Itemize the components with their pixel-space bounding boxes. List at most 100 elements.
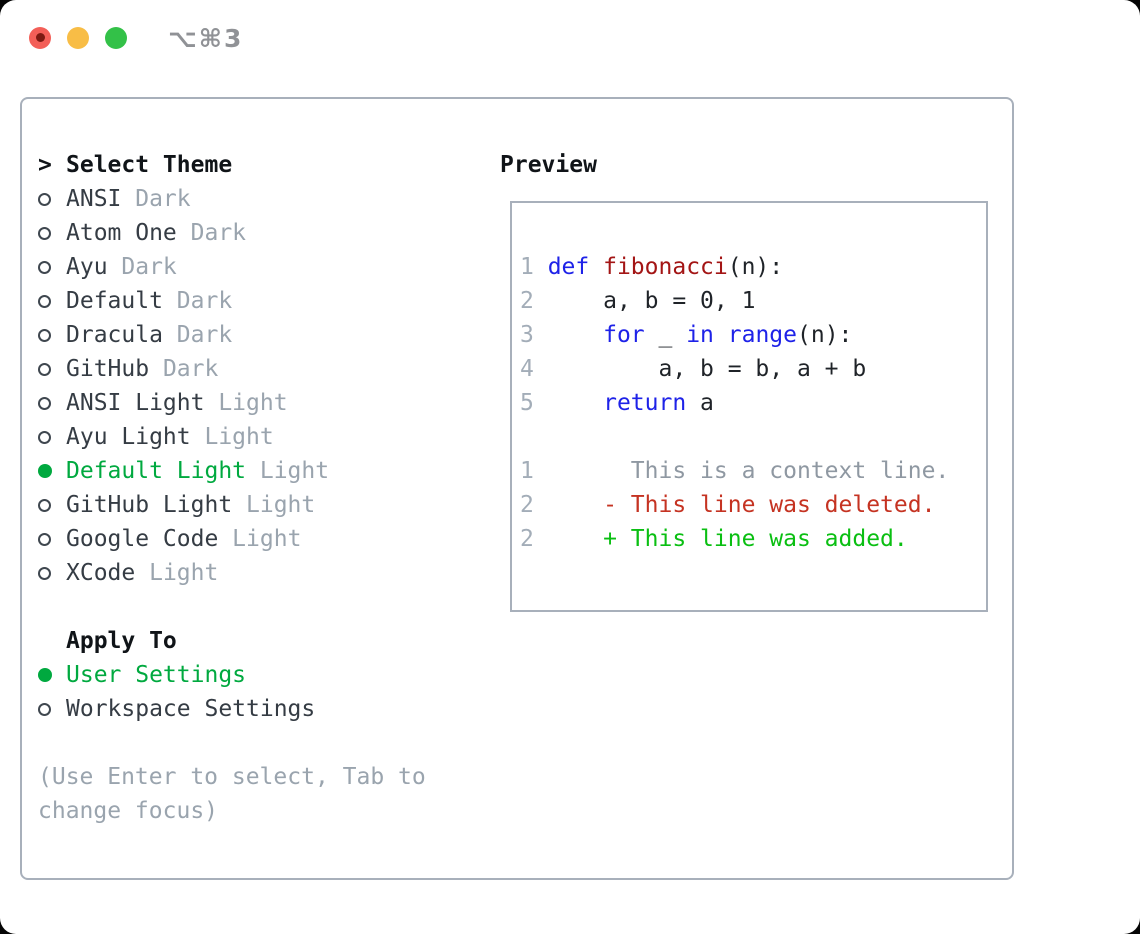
code-token-fg: (n):	[727, 254, 784, 280]
theme-variant-tag: Light	[135, 560, 219, 586]
theme-option-default-light[interactable]: Default Light Light	[38, 454, 426, 488]
code-token-fg	[589, 254, 603, 280]
theme-list-header: >Select Theme	[38, 148, 426, 182]
theme-variant-tag: Light	[232, 492, 316, 518]
theme-option-xcode[interactable]: XCode Light	[38, 556, 426, 590]
code-token-num: 2	[520, 526, 548, 552]
theme-option-label: XCode	[66, 560, 136, 586]
radio-selected-icon	[38, 668, 66, 682]
code-token-kw: for	[603, 322, 645, 348]
theme-option-github-light[interactable]: GitHub Light Light	[38, 488, 426, 522]
theme-variant-tag: Dark	[149, 356, 219, 382]
theme-variant-tag: Dark	[162, 288, 233, 314]
code-token-kw: def	[547, 254, 590, 280]
radio-circle	[38, 226, 51, 240]
apply-option-label: User Settings	[66, 662, 247, 688]
code-token-fg	[714, 322, 728, 348]
radio-circle	[38, 362, 51, 376]
theme-variant-tag: Light	[246, 458, 330, 484]
code-token-fg: a, b = 0, 1	[547, 288, 756, 314]
theme-option-ansi-light[interactable]: ANSI Light Light	[38, 386, 426, 420]
theme-option-ayu[interactable]: Ayu Dark	[38, 250, 426, 284]
code-token-fg	[548, 322, 603, 348]
radio-icon	[38, 396, 66, 410]
code-line: 5 return a	[520, 386, 986, 420]
code-line: 2 a, b = 0, 1	[520, 284, 986, 318]
minimize-button[interactable]	[67, 26, 89, 49]
radio-circle	[38, 566, 51, 580]
spacer	[38, 726, 426, 760]
radio-icon	[38, 532, 66, 546]
help-text-line1: (Use Enter to select, Tab to	[38, 764, 426, 790]
theme-option-label: GitHub	[66, 356, 150, 382]
code-token-fg: a	[686, 390, 714, 416]
theme-variant-tag: Light	[218, 526, 302, 552]
code-token-kw: range	[727, 322, 797, 348]
radio-circle	[38, 396, 51, 410]
theme-option-google-code[interactable]: Google Code Light	[38, 522, 426, 556]
code-line: 2 + This line was added.	[520, 522, 986, 556]
theme-variant-tag: Dark	[176, 220, 247, 246]
code-line: 2 - This line was deleted.	[520, 488, 986, 522]
theme-option-label: Default Light	[66, 458, 247, 484]
apply-option-workspace-settings[interactable]: Workspace Settings	[38, 692, 426, 726]
apply-to-title: Apply To	[66, 628, 177, 654]
radio-circle	[38, 192, 51, 206]
theme-option-ansi[interactable]: ANSI Dark	[38, 182, 426, 216]
code-token-num: 4	[520, 356, 548, 382]
code-token-fg	[548, 458, 631, 484]
radio-circle	[38, 430, 51, 444]
code-token-fg	[548, 390, 603, 416]
theme-option-default[interactable]: Default Dark	[38, 284, 426, 318]
radio-icon	[38, 328, 66, 342]
code-token-fg	[548, 526, 603, 552]
code-line: 4 a, b = b, a + b	[520, 352, 986, 386]
code-token-fg: (n):	[797, 322, 853, 348]
code-token-fg: a, b = b, a + b	[547, 356, 867, 382]
radio-circle	[38, 328, 51, 342]
code-token-fg	[548, 492, 603, 518]
radio-circle	[38, 532, 51, 546]
theme-variant-tag: Dark	[162, 322, 233, 348]
theme-option-atom-one[interactable]: Atom One Dark	[38, 216, 426, 250]
zoom-button[interactable]	[105, 26, 127, 49]
window-title: ⌥⌘3	[168, 24, 244, 53]
theme-variant-tag: Light	[190, 424, 274, 450]
titlebar	[29, 26, 143, 49]
radio-icon	[38, 294, 66, 308]
code-token-num: 2	[520, 492, 548, 518]
theme-option-label: ANSI	[66, 186, 122, 212]
radio-circle	[38, 464, 52, 478]
radio-icon	[38, 498, 66, 512]
code-token-del: - This line was deleted.	[603, 492, 936, 518]
theme-option-label: GitHub Light	[66, 492, 233, 518]
radio-icon	[38, 566, 66, 580]
close-button[interactable]	[29, 26, 51, 49]
code-token-fg: _	[644, 322, 687, 348]
theme-option-label: Ayu	[66, 254, 108, 280]
focus-caret-icon: >	[38, 152, 52, 178]
radio-circle	[38, 260, 51, 274]
code-token-num: 1	[520, 254, 548, 280]
close-button-dot-icon	[35, 33, 45, 42]
apply-option-label: Workspace Settings	[66, 696, 316, 722]
help-text-line2: change focus)	[38, 798, 219, 824]
code-token-num: 2	[520, 288, 548, 314]
theme-option-label: Default	[66, 288, 163, 314]
apply-option-user-settings[interactable]: User Settings	[38, 658, 426, 692]
code-token-num: 1	[520, 458, 548, 484]
radio-circle	[38, 498, 51, 512]
theme-option-ayu-light[interactable]: Ayu Light Light	[38, 420, 426, 454]
theme-option-github[interactable]: GitHub Dark	[38, 352, 426, 386]
code-token-fn: fibonacci	[603, 254, 728, 280]
theme-option-label: Dracula	[66, 322, 163, 348]
theme-variant-tag: Dark	[121, 186, 191, 212]
code-token-num: 5	[520, 390, 548, 416]
theme-option-dracula[interactable]: Dracula Dark	[38, 318, 426, 352]
radio-icon	[38, 430, 66, 444]
radio-icon	[38, 260, 66, 274]
preview-title: Preview	[500, 152, 597, 178]
radio-circle	[38, 294, 51, 308]
